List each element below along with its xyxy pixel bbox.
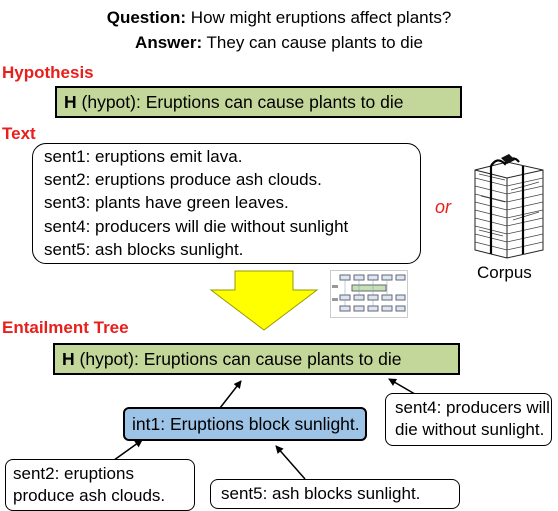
tree-hypothesis-tag: H xyxy=(62,349,75,369)
sent4-line-2: die without sunlight. xyxy=(395,420,545,439)
corpus-label: Corpus xyxy=(477,263,532,282)
sent4-node: sent4: producers will die without sunlig… xyxy=(385,393,552,446)
text-sentences-box: sent1: eruptions emit lava. sent2: erupt… xyxy=(32,143,421,264)
tree-hypothesis-node: H (hypot): Eruptions can cause plants to… xyxy=(53,343,460,375)
hypothesis-heading: Hypothesis xyxy=(2,63,94,82)
hypothesis-box: H (hypot): Eruptions can cause plants to… xyxy=(55,86,462,118)
hypothesis-text: (hypot): Eruptions can cause plants to d… xyxy=(76,92,404,112)
sentence-2: sent2: eruptions produce ash clouds. xyxy=(44,170,322,190)
hypothesis-tag: H xyxy=(64,92,77,112)
question-line: Question: How might eruptions affect pla… xyxy=(0,8,558,28)
or-label: or xyxy=(435,197,452,217)
sent2-node: sent2: eruptions produce ash clouds. xyxy=(5,459,195,511)
sentence-5: sent5: ash blocks sunlight. xyxy=(44,239,244,259)
sentence-1: sent1: eruptions emit lava. xyxy=(44,147,243,166)
int1-node: int1: Eruptions block sunlight. xyxy=(123,407,367,441)
sentence-4: sent4: producers will die without sunlig… xyxy=(44,216,349,236)
answer-text: They can cause plants to die xyxy=(202,33,423,52)
edge-int1-to-h xyxy=(219,380,242,409)
sent2-line-2: produce ash clouds. xyxy=(13,486,166,505)
text-heading: Text xyxy=(2,124,36,143)
sent5-node: sent5: ash blocks sunlight. xyxy=(210,479,460,509)
tree-hypothesis-text: (hypot): Eruptions can cause plants to d… xyxy=(74,349,402,369)
corpus-stack-icon xyxy=(474,154,544,259)
entailment-tree-heading: Entailment Tree xyxy=(2,318,129,337)
answer-label: Answer: xyxy=(135,33,203,52)
sentence-3: sent3: plants have green leaves. xyxy=(44,193,289,213)
edge-sent5-to-int1 xyxy=(275,445,306,480)
sent4-line-1: sent4: producers will xyxy=(395,398,550,417)
sent2-line-1: sent2: eruptions xyxy=(13,464,134,483)
question-text: How might eruptions affect plants? xyxy=(186,8,452,27)
question-label: Question: xyxy=(106,8,187,27)
thumbnail-diagram-icon xyxy=(330,270,408,318)
yellow-down-arrow-icon xyxy=(209,270,319,331)
answer-line: Answer: They can cause plants to die xyxy=(0,33,558,53)
